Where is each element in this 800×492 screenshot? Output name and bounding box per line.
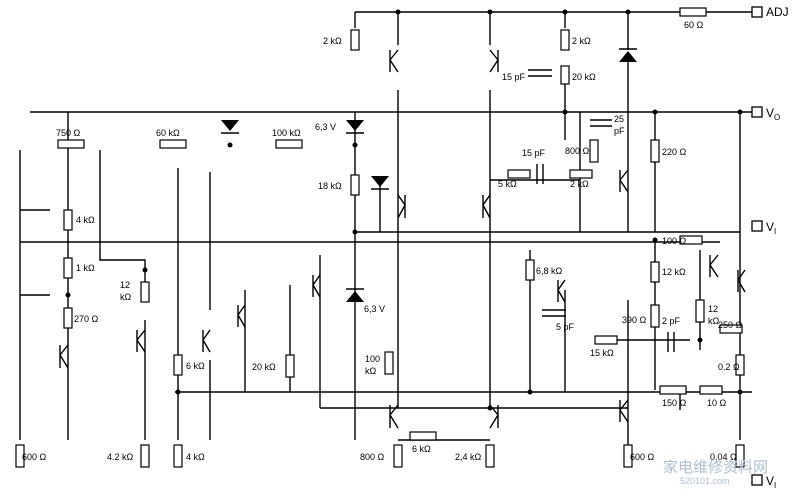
label-c25pf-a: 25 bbox=[614, 114, 624, 124]
label-z2: 6,3 V bbox=[364, 304, 385, 314]
label-r4-2k: 4.2 kΩ bbox=[107, 452, 134, 462]
label-r100k: 100 kΩ bbox=[272, 128, 301, 138]
label-r15k: 15 kΩ bbox=[590, 348, 614, 358]
label-r12k-c: 12 kΩ bbox=[662, 267, 686, 277]
capacitor-symbols bbox=[528, 69, 675, 352]
vi-terminal-bottom bbox=[751, 474, 763, 486]
label-r10: 10 Ω bbox=[707, 398, 727, 408]
label-r220: 220 Ω bbox=[662, 147, 687, 157]
label-r4k: 4 kΩ bbox=[76, 215, 95, 225]
vo-terminal bbox=[751, 106, 763, 118]
label-r100k-b1: 100 bbox=[365, 354, 380, 364]
label-r20k-b: 20 kΩ bbox=[252, 362, 276, 372]
label-r12k-b: kΩ bbox=[120, 292, 132, 302]
label-r0-04: 0.04 Ω bbox=[710, 452, 737, 462]
label-c25pf-b: pF bbox=[614, 126, 625, 136]
label-r12k-d1: 12 bbox=[708, 304, 718, 314]
adj-label: ADJ bbox=[766, 5, 789, 19]
label-r800-bot: 800 Ω bbox=[360, 452, 385, 462]
label-r2-4k: 2,4 kΩ bbox=[455, 452, 482, 462]
terminals: ADJ VO VI VI bbox=[751, 5, 789, 490]
watermark: 家电维修资料网 520101.com bbox=[663, 458, 768, 486]
label-r270: 270 Ω bbox=[74, 314, 99, 324]
label-r600-right: 600 Ω bbox=[630, 452, 655, 462]
label-r12k-a: 12 bbox=[120, 280, 130, 290]
label-c2pf: 2 pF bbox=[662, 316, 681, 326]
watermark-url: 520101.com bbox=[680, 476, 730, 486]
label-r60k: 60 kΩ bbox=[156, 128, 180, 138]
label-r150: 150 Ω bbox=[662, 398, 687, 408]
label-r600-left: 600 Ω bbox=[22, 452, 47, 462]
label-r5k: 5 kΩ bbox=[498, 179, 517, 189]
label-c15pf-mid: 15 pF bbox=[522, 148, 546, 158]
label-r6k-mid: 6 kΩ bbox=[186, 361, 205, 371]
label-r2k-mid: 2 kΩ bbox=[570, 179, 589, 189]
label-r12k-d2: kΩ bbox=[708, 316, 720, 326]
component-labels: 750 Ω 60 kΩ 100 kΩ 2 kΩ 2 kΩ 20 kΩ 60 Ω … bbox=[22, 20, 743, 462]
junctions bbox=[65, 9, 743, 411]
label-r4k-b: 4 kΩ bbox=[186, 452, 205, 462]
vi-label-bottom: VI bbox=[766, 474, 776, 490]
label-r100k-b2: kΩ bbox=[365, 366, 377, 376]
vo-label: VO bbox=[766, 106, 780, 122]
transistor-symbols bbox=[59, 49, 746, 429]
vi-terminal-top bbox=[751, 220, 763, 232]
label-r800-mid: 800 Ω bbox=[565, 146, 590, 156]
label-r1k: 1 kΩ bbox=[76, 263, 95, 273]
label-r100: 100 Ω bbox=[662, 236, 687, 246]
label-c15pf-top: 15 pF bbox=[502, 72, 526, 82]
watermark-text: 家电维修资料网 bbox=[663, 458, 768, 476]
resistor-bodies bbox=[15, 7, 745, 468]
label-z1: 6,3 V bbox=[315, 122, 336, 132]
label-r20k: 20 kΩ bbox=[572, 72, 596, 82]
label-r2k-top: 2 kΩ bbox=[323, 36, 342, 46]
label-r2k-right: 2 kΩ bbox=[572, 36, 591, 46]
label-r0-2: 0.2 Ω bbox=[718, 362, 740, 372]
label-c5pf: 5 pF bbox=[556, 322, 575, 332]
wiring bbox=[19, 11, 752, 450]
vi-label-top: VI bbox=[766, 220, 776, 236]
label-r750: 750 Ω bbox=[56, 128, 81, 138]
label-r6-8k: 6,8 kΩ bbox=[536, 266, 563, 276]
adj-terminal bbox=[751, 6, 763, 18]
label-r250: 250 Ω bbox=[718, 320, 743, 330]
label-r6k-bot: 6 kΩ bbox=[412, 444, 431, 454]
label-r390: 390 Ω bbox=[622, 315, 647, 325]
label-r60: 60 Ω bbox=[684, 20, 704, 30]
diode-symbols bbox=[221, 48, 637, 302]
label-r18k: 18 kΩ bbox=[318, 181, 342, 191]
